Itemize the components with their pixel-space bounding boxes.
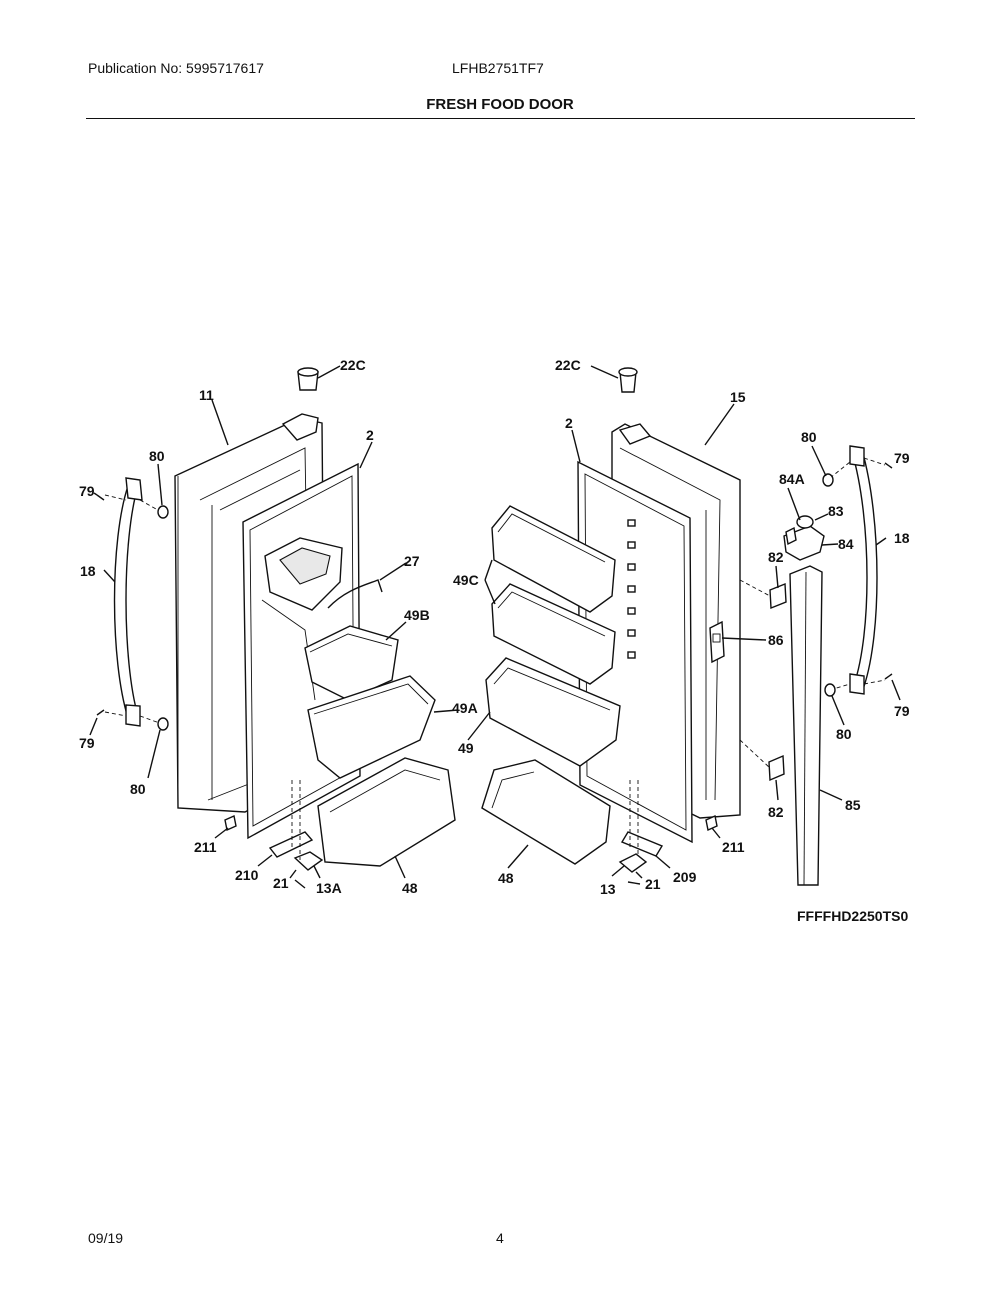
callout-11: 11	[199, 387, 214, 403]
header-rule	[86, 118, 915, 119]
callout-80-top-left: 80	[149, 448, 165, 464]
publication-number: Publication No: 5995717617	[88, 60, 264, 76]
callout-82-top: 82	[768, 549, 784, 565]
callout-80-top-right: 80	[801, 429, 817, 445]
right-brackets-82	[739, 579, 787, 782]
right-screws	[822, 462, 893, 697]
callout-209: 209	[673, 869, 697, 885]
right-bin-49c-middle	[491, 583, 616, 685]
callout-80-bottom-left: 80	[130, 781, 146, 797]
callout-18-right: 18	[894, 530, 910, 546]
callout-211-right: 211	[722, 839, 745, 855]
callout-49c: 49C	[453, 572, 479, 588]
callout-49b: 49B	[404, 607, 430, 623]
callout-82-bottom: 82	[768, 804, 784, 820]
right-bottom-hinge-parts	[618, 780, 718, 885]
callout-18-left: 18	[80, 563, 96, 579]
callout-21-right: 21	[645, 876, 661, 892]
callout-210: 210	[235, 867, 259, 883]
left-handle-18	[104, 477, 166, 727]
right-module-86	[709, 620, 725, 664]
callout-27: 27	[404, 553, 420, 569]
callout-48-left: 48	[402, 880, 418, 896]
left-bin-49a	[307, 675, 436, 779]
callout-80-bottom-right: 80	[836, 726, 852, 742]
right-bin-49	[485, 657, 621, 767]
callout-211-left: 211	[194, 839, 217, 855]
left-hinge-cover-22c	[297, 367, 319, 391]
right-hinge-cover-22c	[618, 367, 638, 393]
model-number: LFHB2751TF7	[452, 60, 544, 76]
callout-49: 49	[458, 740, 474, 756]
left-bin-49b	[304, 625, 399, 701]
callout-48-right: 48	[498, 870, 514, 886]
callout-79-bottom-left: 79	[79, 735, 95, 751]
callout-2-left: 2	[366, 427, 374, 443]
left-bin-48	[317, 757, 456, 867]
callout-84: 84	[838, 536, 854, 552]
left-bottom-hinge-parts	[224, 780, 324, 889]
left-wire-27	[327, 579, 383, 609]
callout-79-top-right: 79	[894, 450, 910, 466]
callout-79-top-left: 79	[79, 483, 95, 499]
callout-22c-right: 22C	[555, 357, 581, 373]
callout-83: 83	[828, 503, 844, 519]
right-trim-85	[789, 565, 823, 886]
right-handle-18	[829, 445, 886, 695]
right-bin-49c-top	[491, 505, 616, 613]
callout-85: 85	[845, 797, 861, 813]
footer-date: 09/19	[88, 1230, 124, 1246]
left-screws	[96, 494, 169, 731]
section-title: FRESH FOOD DOOR	[426, 96, 574, 113]
callout-15: 15	[730, 389, 746, 405]
callout-22c-left: 22C	[340, 357, 366, 373]
figure-code: FFFFHD2250TS0	[797, 908, 908, 924]
callout-13a: 13A	[316, 880, 342, 896]
callout-84a: 84A	[779, 471, 805, 487]
callout-79-bottom-right: 79	[894, 703, 910, 719]
callout-86: 86	[768, 632, 784, 648]
callout-21-left: 21	[273, 875, 289, 891]
page-number: 4	[496, 1230, 504, 1246]
right-shelf-supports	[627, 519, 636, 659]
right-hinge-84	[783, 515, 825, 561]
callout-13: 13	[600, 881, 616, 897]
right-bin-48	[481, 759, 611, 865]
leader-lines	[89, 365, 901, 879]
callout-2-right: 2	[565, 415, 573, 431]
callout-49a: 49A	[452, 700, 478, 716]
